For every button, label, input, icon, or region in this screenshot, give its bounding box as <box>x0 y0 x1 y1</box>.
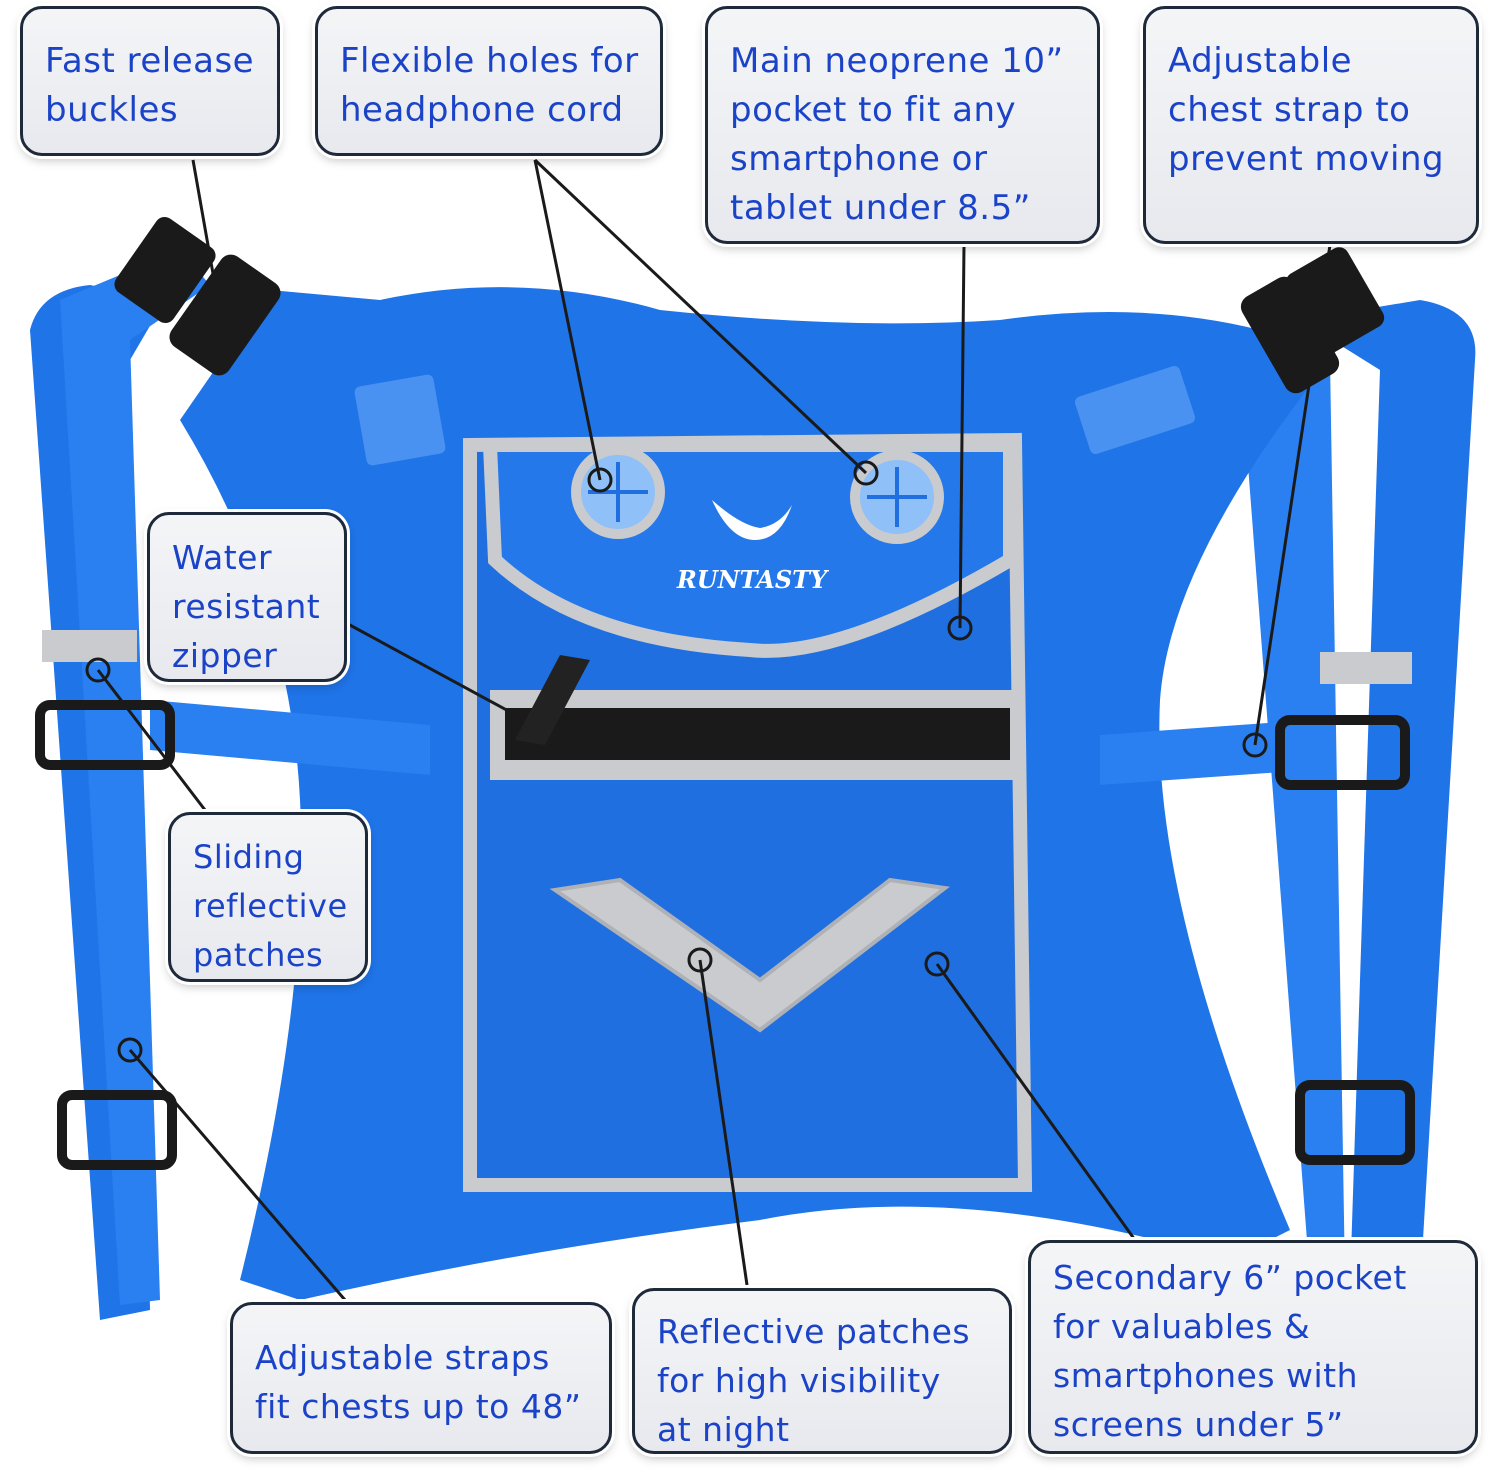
buckle-right <box>1240 247 1385 394</box>
callout-reflective-patches: Reflective patches for high visibility a… <box>632 1288 1012 1454</box>
headphone-hole-right <box>850 450 944 544</box>
callout-adjustable-straps: Adjustable straps fit chests up to 48” <box>230 1302 612 1454</box>
callout-buckles: Fast release buckles <box>20 6 280 156</box>
zipper-pull-icon <box>515 655 590 745</box>
callout-sliding-patches: Sliding reflective patches <box>168 812 368 982</box>
callout-secondary-pocket: Secondary 6” pocket for valuables & smar… <box>1028 1240 1478 1454</box>
callout-main-pocket: Main neoprene 10” pocket to fit any smar… <box>705 6 1100 244</box>
right-shoulder-strap <box>1300 300 1476 1290</box>
callout-zipper: Water resistant zipper <box>147 512 347 682</box>
brand-logo: RUNTASTY <box>676 565 830 594</box>
reflective-slide-right <box>1320 652 1412 684</box>
headphone-hole-left <box>571 445 665 539</box>
velcro-tab-right <box>1074 366 1196 454</box>
callout-chest-strap: Adjustable chest strap to prevent moving <box>1143 6 1479 244</box>
chest-strap-left <box>150 700 430 775</box>
zipper <box>505 708 1010 760</box>
reflective-slide-left <box>42 630 137 662</box>
reflective-chevron <box>549 877 950 1033</box>
slider-left-1 <box>35 700 175 770</box>
leader-lines <box>96 158 1332 1301</box>
buckle-left <box>114 216 281 376</box>
leader-dots <box>85 460 1268 1063</box>
slider-right-1 <box>1275 715 1410 790</box>
slider-right-2 <box>1295 1080 1415 1165</box>
left-strap-inner <box>60 250 210 1305</box>
velcro-tab-left <box>354 374 446 466</box>
slider-left-2 <box>57 1090 177 1170</box>
callout-headphone-holes: Flexible holes for headphone cord <box>315 6 663 156</box>
bird-logo-icon <box>712 500 792 540</box>
